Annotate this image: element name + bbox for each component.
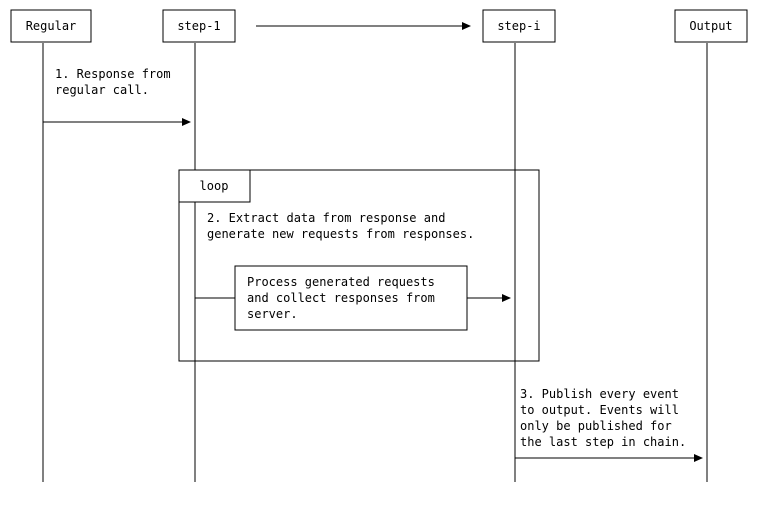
message-2-line-2: generate new requests from responses. xyxy=(207,227,474,241)
process-note-line-3: server. xyxy=(247,307,298,321)
participant-regular: Regular xyxy=(10,9,92,43)
process-note-line-2: and collect responses from xyxy=(247,291,435,305)
participant-step-i: step-i xyxy=(482,9,556,43)
participant-step-1-label: step-1 xyxy=(177,19,220,33)
participant-output: Output xyxy=(674,9,748,43)
message-3-line-4: the last step in chain. xyxy=(520,435,686,449)
message-3-line-3: only be published for xyxy=(520,419,672,433)
message-1-line-2: regular call. xyxy=(55,83,149,97)
message-2-line-1: 2. Extract data from response and xyxy=(207,211,445,225)
message-3-line-2: to output. Events will xyxy=(520,403,679,417)
participant-step-1: step-1 xyxy=(162,9,236,43)
participant-output-label: Output xyxy=(689,19,732,33)
participant-regular-label: Regular xyxy=(26,19,77,33)
loop-label: loop xyxy=(200,179,229,193)
process-note-line-1: Process generated requests xyxy=(247,275,435,289)
message-3-line-1: 3. Publish every event xyxy=(520,387,679,401)
message-1-line-1: 1. Response from xyxy=(55,67,171,81)
loop-frame: loop xyxy=(178,169,540,362)
participant-step-i-label: step-i xyxy=(497,19,540,33)
process-note: Process generated requests and collect r… xyxy=(234,265,468,331)
